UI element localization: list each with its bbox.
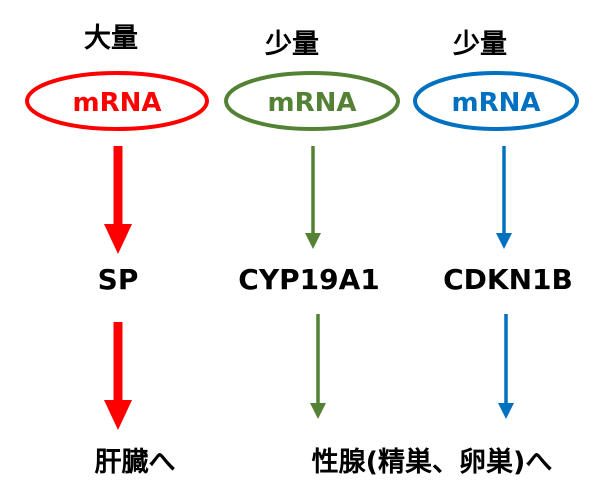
amount-label-cdkn1b: 少量	[453, 29, 507, 60]
mrna-ellipse-cdkn1b	[413, 71, 579, 131]
amount-label-cyp19a1: 少量	[265, 29, 319, 60]
arrow-sp-to-liver	[104, 322, 132, 430]
gene-label-cdkn1b: CDKN1B	[443, 263, 573, 296]
destination-liver: 肝臓へ	[95, 447, 176, 478]
gene-label-sp: SP	[98, 263, 139, 296]
gene-label-cyp19a1: CYP19A1	[238, 263, 379, 296]
arrow-mrna-to-cdkn1b	[496, 146, 512, 249]
arrow-mrna-to-sp	[104, 146, 132, 254]
mrna-label-cyp19a1: mRNA	[268, 88, 357, 118]
amount-label-sp: 大量	[84, 23, 138, 54]
arrow-cdkn1b-to-gonad	[498, 314, 514, 419]
arrow-cyp19a1-to-gonad	[310, 314, 326, 419]
mrna-label-sp: mRNA	[73, 88, 162, 118]
mrna-ellipse-cyp19a1	[224, 71, 400, 131]
mrna-label-cdkn1b: mRNA	[452, 88, 541, 118]
destination-gonad: 性腺(精巣、卵巣)へ	[312, 447, 553, 478]
mrna-ellipse-sp	[25, 71, 209, 131]
arrow-mrna-to-cyp19a1	[305, 146, 321, 249]
